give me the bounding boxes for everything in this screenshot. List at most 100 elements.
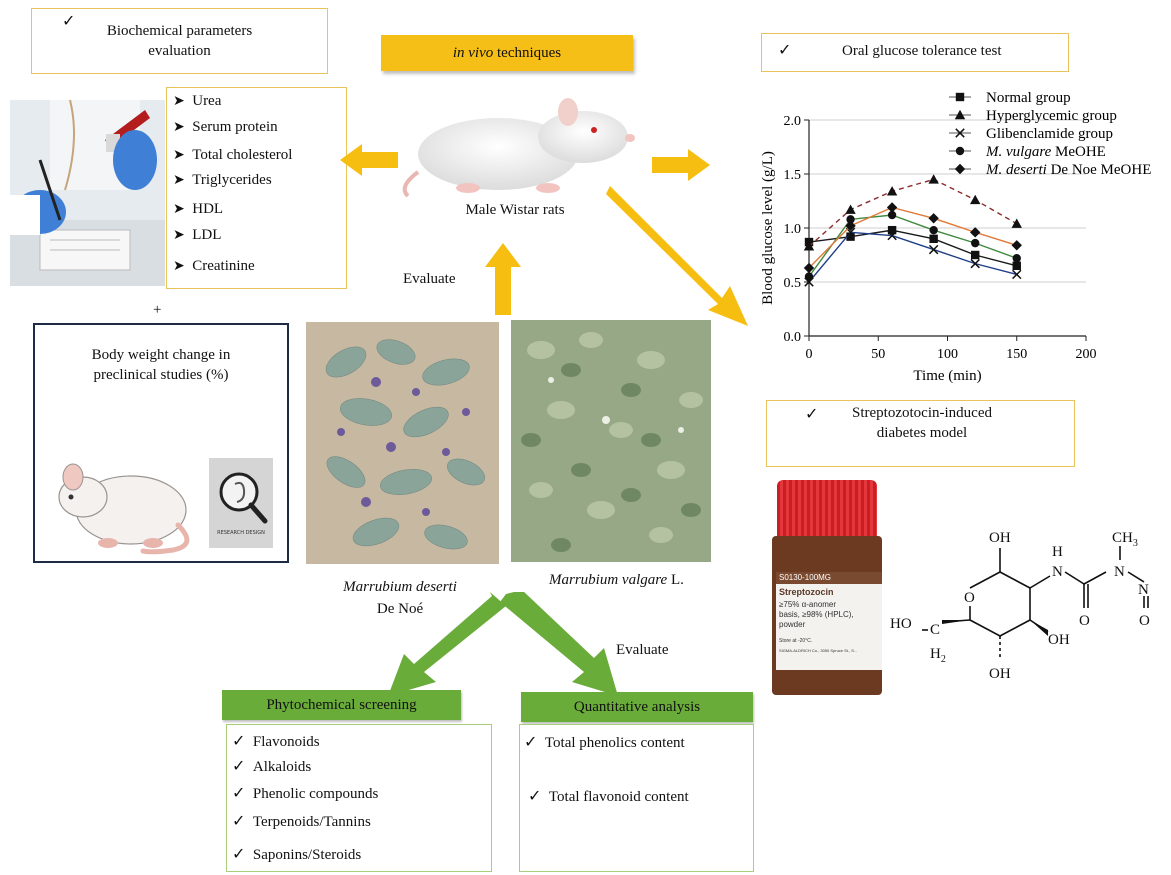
legend-label: Glibenclamide group [986,126,1113,142]
mol-nh-h: H [1052,544,1063,560]
bottle-label: S0130-100MG Streptozocin ≥75% α-anomer b… [776,572,882,670]
data-point [928,213,939,224]
data-point [928,174,939,184]
check-icon: ✓ [232,811,246,830]
bodyweight-box: Body weight change in preclinical studie… [33,323,289,563]
x-tick-label: 50 [871,347,885,362]
data-point [1012,269,1022,280]
legend-label-italic: M. vulgare [985,144,1052,160]
x-axis-title: Time (min) [913,368,981,384]
biochem-title: Biochemical parameters evaluation [32,21,327,61]
ogtt-title: Oral glucose tolerance test [842,43,1002,59]
data-point [845,204,856,214]
arrowhead-bullet-icon: ➤ [173,93,185,109]
arrow-up-icon [485,243,521,315]
plant-label-valgare: Marrubium valgare L. [549,572,684,589]
data-point [804,272,814,281]
bottle-cap [777,480,877,538]
check-icon: ✓ [524,732,538,751]
legend-label: M. deserti De Noe MeOHE [985,162,1151,178]
legend-marker [955,92,965,102]
arrowhead-bullet-icon: ➤ [173,258,185,274]
legend-marker [955,128,965,138]
data-point [928,244,939,255]
legend-label-rest: De Noe MeOHE [1047,162,1152,178]
streptozocin-bottle: S0130-100MG Streptozocin ≥75% α-anomer b… [772,480,882,695]
bottle-line1: ≥75% α-anomer [779,600,837,609]
mol-c: C [930,622,940,638]
series-line [808,178,1018,247]
legend-label: Hyperglycemic group [986,108,1117,124]
biochem-item: ➤ Urea [173,93,221,110]
y-axis-title: Blood glucose level (g/L) [760,151,776,305]
data-point [887,225,897,235]
mol-ch3-label: CH [1112,530,1133,546]
arrow-right-icon [652,149,710,181]
stamp-label: RESEARCH DESIGN [217,530,265,536]
bodyweight-title: Body weight change in preclinical studie… [35,345,287,385]
research-stamp: RESEARCH DESIGN [209,458,273,548]
biochem-item: ➤ Serum protein [173,119,278,136]
plant-label-deserti-line2: De Noé [376,601,424,617]
bottle-name: Streptozocin [779,587,834,597]
biochem-item: ➤ LDL [173,227,221,244]
biochem-item: ➤ Triglycerides [173,172,272,189]
ogtt-title-box: ✓ Oral glucose tolerance test [761,33,1069,72]
biochem-item-label: LDL [192,227,222,243]
series-line [808,206,1017,269]
check-icon: ✓ [232,844,246,863]
mol-oh-bottom: OH [989,666,1011,682]
mol-n3: N [1138,582,1149,598]
stz-line2: diabetes model [876,425,968,441]
green-arrows-icon [388,592,618,696]
y-tick-label: 1.5 [784,168,802,183]
mol-oh-top: OH [989,530,1011,546]
biochem-title-line2: evaluation [148,43,211,59]
mol-oh-right: OH [1048,632,1070,648]
data-point [971,250,980,260]
rat-photo [402,98,635,198]
mol-carbonyl-o: O [1079,613,1090,629]
evaluate-label-top: Evaluate [403,271,456,287]
y-tick-label: 1.0 [784,222,802,237]
plant-photo-valgare [511,320,711,562]
x-tick-label: 0 [806,347,813,362]
data-point [970,227,981,238]
x-tick-label: 100 [937,347,958,362]
quant-list-box: ✓ Total phenolics content ✓ Total flavon… [519,724,754,872]
biochem-item-label: Urea [192,93,222,109]
data-point [1012,254,1021,263]
data-point [929,234,938,243]
x-tick-label: 150 [1006,347,1027,362]
arrowhead-bullet-icon: ➤ [173,147,185,163]
quant-item: ✓ Total phenolics content [524,732,685,752]
plant-label-valgare-rest: L. [667,572,684,588]
bottle-line2: basis, ≥98% (HPLC), [779,610,854,619]
quant-header: Quantitative analysis [521,692,753,722]
check-icon: ✓ [232,731,246,750]
phyto-item-label: Saponins/Steroids [252,847,362,863]
plus-sign: + [153,302,162,318]
biochem-item-label: Creatinine [192,258,255,274]
stz-title: Streptozotocin-induced diabetes model [777,403,1067,443]
evaluate-label-bottom: Evaluate [616,642,669,658]
legend-marker [954,163,966,175]
mol-h2-label: H [930,646,941,662]
plant-label-valgare-italic: Marrubium valgare [549,572,668,588]
streptozotocin-structure: OH O H N CH3 N O N O OH OH HO C H2 [890,530,1150,682]
phyto-item: ✓ Alkaloids [232,756,311,776]
mol-h2: H2 [930,646,946,665]
biochem-item-label: Serum protein [192,119,278,135]
arrowhead-bullet-icon: ➤ [173,201,185,217]
data-point [886,186,898,196]
mol-nh-n: N [1052,564,1063,580]
legend-label-italic: M. deserti [985,162,1047,178]
biochem-title-box: ✓ Biochemical parameters evaluation [31,8,328,74]
legend-marker [954,109,966,120]
valgare-illustration [511,320,711,562]
lab-illustration [10,100,165,286]
legend-label: Normal group [986,90,1071,106]
biochem-item: ➤ HDL [173,201,223,218]
arrow-diagonal-icon [606,186,748,326]
